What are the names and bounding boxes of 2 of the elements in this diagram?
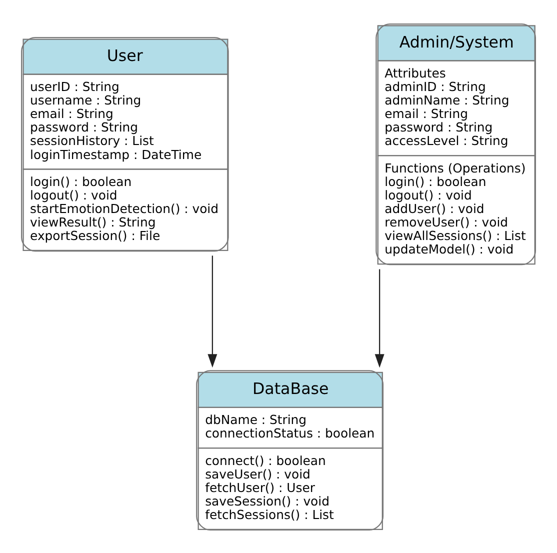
arrow bbox=[208, 255, 218, 368]
arrow bbox=[374, 268, 384, 368]
